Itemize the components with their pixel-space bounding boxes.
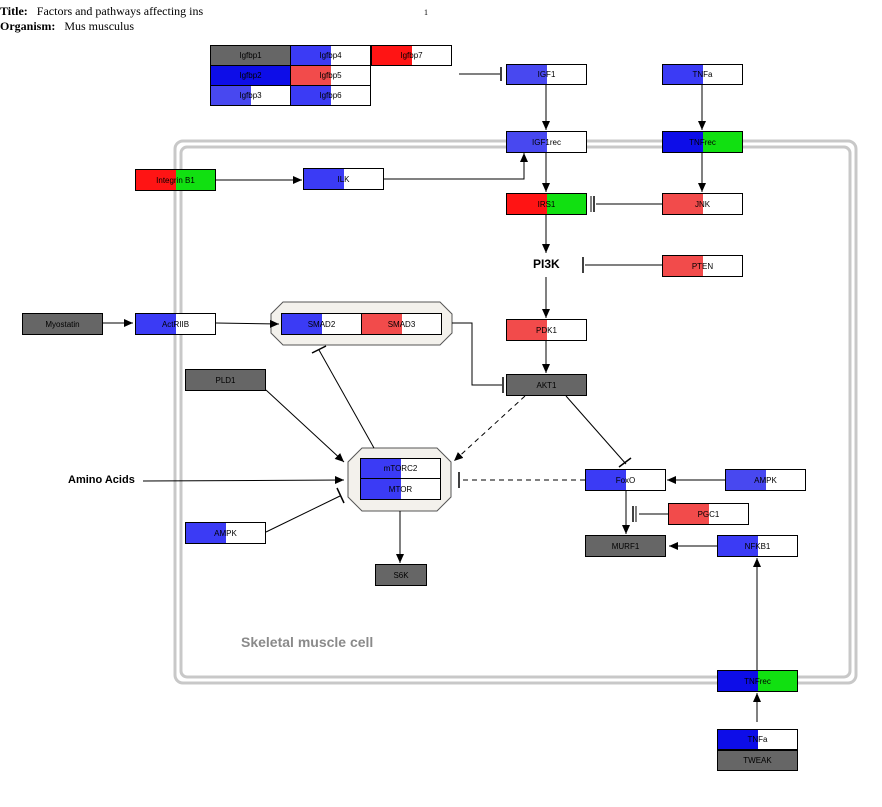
node-jnk[interactable]: JNK — [662, 193, 743, 215]
amino-acids-label: Amino Acids — [68, 474, 135, 486]
node-igfbp2[interactable]: Igfbp2 — [210, 65, 291, 86]
edge-pld1-mtor — [265, 389, 345, 463]
node-igfbp5[interactable]: Igfbp5 — [290, 65, 371, 86]
node-igf1[interactable]: IGF1 — [506, 64, 587, 85]
node-irs1[interactable]: IRS1 — [506, 193, 587, 215]
edge-aminoacids-mtor — [142, 476, 345, 485]
edge-smad-inhibits-akt1 — [452, 322, 502, 386]
organism-text: Mus musculus — [64, 19, 135, 33]
node-tnfrec-top[interactable]: TNFrec — [662, 131, 743, 153]
node-pten[interactable]: PTEN — [662, 255, 743, 277]
title-row: Title: Factors and pathways affecting in… — [0, 4, 203, 19]
pi3k-label: PI3K — [533, 257, 560, 271]
node-pld1[interactable]: PLD1 — [185, 369, 266, 391]
node-igfbp1[interactable]: Igfbp1 — [210, 45, 291, 66]
node-ampk-right[interactable]: AMPK — [725, 469, 806, 491]
node-actriib[interactable]: ActRIIB — [135, 313, 216, 335]
node-ampk-left[interactable]: AMPK — [185, 522, 266, 544]
edge-ilk-igf1rec — [383, 153, 528, 180]
node-tnfa-top[interactable]: TNFa — [662, 64, 743, 85]
node-tnfrec-bottom[interactable]: TNFrec — [717, 670, 798, 692]
edge-ampk-inhibits-mtor — [265, 495, 341, 533]
organism-label: Organism: — [0, 19, 56, 33]
node-nfkb1[interactable]: NFKB1 — [717, 535, 798, 557]
title-text: Factors and pathways affecting ins — [36, 4, 204, 18]
node-smad2[interactable]: SMAD2 — [281, 313, 362, 335]
node-igfbp3[interactable]: Igfbp3 — [210, 85, 291, 106]
edge-akt1-inhibits-foxo — [565, 395, 627, 465]
node-pdk1[interactable]: PDK1 — [506, 319, 587, 341]
node-foxo[interactable]: FoxO — [585, 469, 666, 491]
node-igfbp7[interactable]: Igfbp7 — [371, 45, 452, 66]
node-akt1[interactable]: AKT1 — [506, 374, 587, 396]
title-label: Title: — [0, 4, 28, 18]
node-mtorc2[interactable]: mTORC2 — [360, 458, 441, 479]
compartment-skeletal-muscle-cell — [173, 139, 858, 685]
edge-akt1-foxo-tbar — [618, 457, 632, 468]
edge-actriib-smad — [215, 319, 280, 328]
node-smad3[interactable]: SMAD3 — [361, 313, 442, 335]
node-mtor[interactable]: MTOR — [360, 478, 441, 500]
node-pgc1[interactable]: PGC1 — [668, 503, 749, 525]
edge-mtor-smad-tbar — [311, 345, 327, 354]
node-s6k[interactable]: S6K — [375, 564, 427, 586]
node-igfbp4[interactable]: Igfbp4 — [290, 45, 371, 66]
node-tweak[interactable]: TWEAK — [717, 750, 798, 771]
node-igf1rec[interactable]: IGF1rec — [506, 131, 587, 153]
edge-mtor-inhibits-smad — [318, 349, 375, 449]
node-integrin-b1[interactable]: Integrin B1 — [135, 169, 216, 191]
edge-akt1-mtor — [453, 395, 526, 462]
organism-row: Organism: Mus musculus — [0, 19, 134, 34]
node-igfbp6[interactable]: Igfbp6 — [290, 85, 371, 106]
node-murf1[interactable]: MURF1 — [585, 535, 666, 557]
node-tnfa-bottom[interactable]: TNFa — [717, 729, 798, 750]
edge-ampk-mtor-tbar — [336, 487, 345, 504]
page-number: 1 — [424, 8, 428, 17]
node-ilk[interactable]: ILK — [303, 168, 384, 190]
edges — [103, 67, 761, 722]
node-myostatin[interactable]: Myostatin — [22, 313, 103, 335]
compartment-label: Skeletal muscle cell — [241, 634, 374, 650]
